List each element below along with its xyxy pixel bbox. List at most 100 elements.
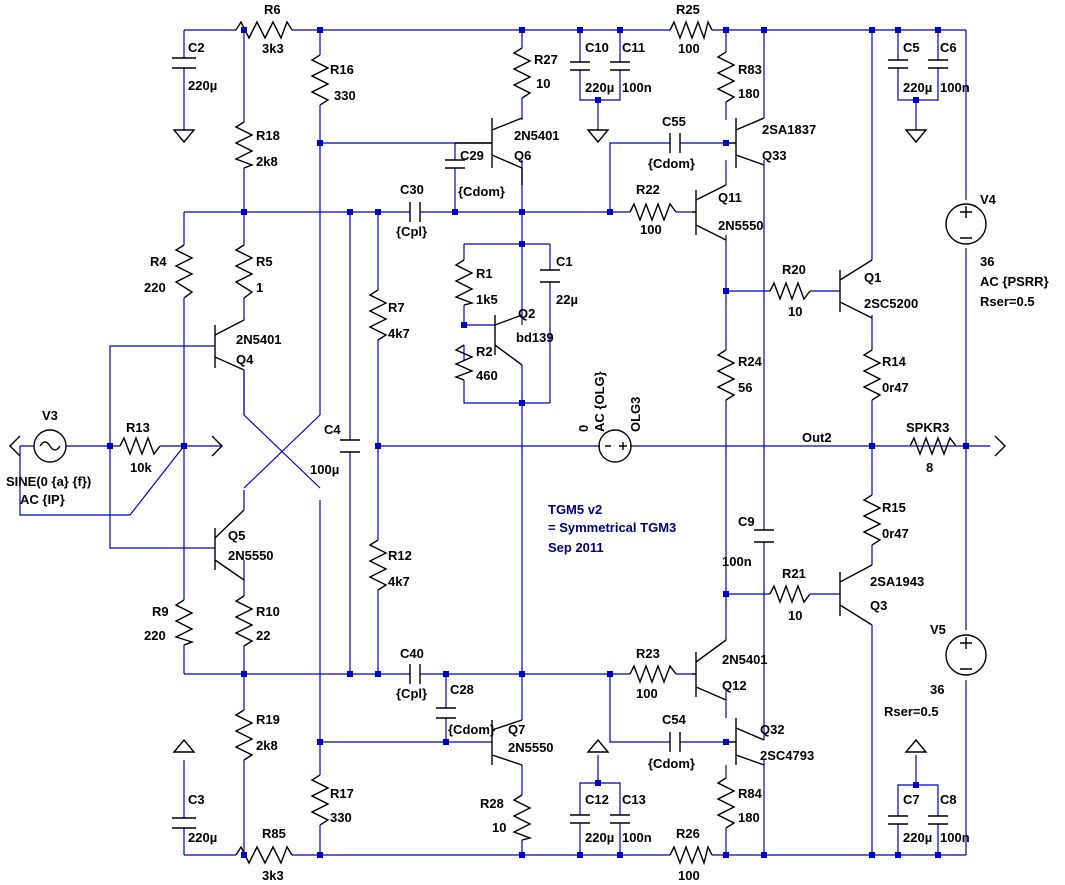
label-R17: R17 bbox=[330, 786, 354, 801]
resistor-R15 bbox=[862, 494, 882, 546]
source-V5 bbox=[945, 634, 987, 676]
label-Q7: Q7 bbox=[508, 722, 525, 737]
capacitor-C9 bbox=[754, 529, 774, 543]
transistor-Q6 bbox=[455, 117, 523, 185]
resistor-R13 bbox=[119, 436, 161, 456]
capacitor-C8 bbox=[928, 815, 948, 825]
value-C40: {Cpl} bbox=[396, 686, 427, 701]
resistor-R26 bbox=[669, 844, 713, 866]
label-C2: C2 bbox=[188, 40, 205, 55]
label-Q3: Q3 bbox=[870, 598, 887, 613]
resistor-R17 bbox=[310, 774, 330, 826]
zero-OLG3: 0 bbox=[576, 425, 591, 432]
resistor-R14 bbox=[862, 349, 882, 401]
capacitor-C10 bbox=[570, 61, 590, 71]
value-C13: 100n bbox=[622, 830, 652, 845]
value-C30: {Cpl} bbox=[396, 224, 427, 239]
label-R28: R28 bbox=[480, 796, 504, 811]
label-R27: R27 bbox=[534, 52, 558, 67]
value-SPKR3: 8 bbox=[926, 460, 933, 475]
label-Q5: Q5 bbox=[228, 528, 245, 543]
value-R9: 220 bbox=[144, 628, 166, 643]
label-R13: R13 bbox=[126, 420, 150, 435]
value-R22: 100 bbox=[640, 222, 662, 237]
resistor-R25 bbox=[669, 19, 713, 41]
component-labels: R6 3k3 C2 220µ R16 330 R27 10 C10 C11 22… bbox=[6, 2, 1049, 883]
port-left bbox=[9, 435, 21, 457]
resistor-R27 bbox=[512, 47, 532, 99]
capacitor-C6 bbox=[928, 59, 948, 69]
capacitor-C2 bbox=[172, 57, 196, 69]
value-C4: 100µ bbox=[310, 462, 339, 477]
value-R24: 56 bbox=[738, 380, 752, 395]
label-SPKR3: SPKR3 bbox=[906, 420, 949, 435]
capacitor-C5 bbox=[888, 59, 908, 69]
value-C3: 220µ bbox=[188, 830, 217, 845]
capacitor-C4 bbox=[340, 439, 360, 453]
label-C3: C3 bbox=[188, 792, 205, 807]
source-V4 bbox=[945, 203, 987, 245]
transistor-Q4 bbox=[214, 319, 245, 371]
capacitor-C3 bbox=[172, 817, 196, 829]
value-R25: 100 bbox=[678, 41, 700, 56]
type-Q33: 2SA1837 bbox=[762, 122, 816, 137]
resistor-R23 bbox=[629, 664, 677, 684]
label-R2: R2 bbox=[476, 344, 493, 359]
ac-OLG3: AC {OLG} bbox=[592, 371, 607, 432]
label-R5: R5 bbox=[256, 254, 273, 269]
value-R7: 4k7 bbox=[388, 326, 410, 341]
value-C28: {Cdom} bbox=[448, 722, 495, 737]
label-C4: C4 bbox=[324, 422, 341, 437]
value-C7: 220µ bbox=[903, 830, 932, 845]
type-Q6: 2N5401 bbox=[514, 128, 560, 143]
transistor-Q32 bbox=[726, 718, 765, 766]
capacitor-C11 bbox=[610, 61, 630, 71]
label-C54: C54 bbox=[662, 712, 687, 727]
resistor-R84 bbox=[716, 777, 736, 829]
label-Q2: Q2 bbox=[518, 306, 535, 321]
value-C2: 220µ bbox=[188, 78, 217, 93]
value-C5: 220µ bbox=[903, 80, 932, 95]
label-R22: R22 bbox=[636, 182, 660, 197]
value-R23: 100 bbox=[636, 686, 658, 701]
label-R83: R83 bbox=[738, 62, 762, 77]
value-R26: 100 bbox=[678, 868, 700, 883]
label-OLG3: OLG3 bbox=[628, 397, 643, 432]
junction-dots bbox=[107, 27, 969, 858]
ground-C2 bbox=[172, 129, 196, 144]
value-C29: {Cdom} bbox=[458, 184, 505, 199]
label-R19: R19 bbox=[256, 712, 280, 727]
transistor-Q7 bbox=[491, 719, 523, 766]
type-Q2: bd139 bbox=[516, 330, 554, 345]
value-R83: 180 bbox=[738, 86, 760, 101]
label-Q4: Q4 bbox=[236, 352, 254, 367]
value-V4: 36 bbox=[980, 254, 994, 269]
source-OLG3 bbox=[598, 429, 632, 463]
value-R18: 2k8 bbox=[256, 154, 278, 169]
resistor-R18 bbox=[234, 121, 254, 169]
type-Q1: 2SC5200 bbox=[864, 296, 918, 311]
transistor-Q5 bbox=[214, 509, 245, 581]
capacitor-C54 bbox=[669, 732, 681, 752]
label-R1: R1 bbox=[476, 266, 493, 281]
note-subtitle: = Symmetrical TGM3 bbox=[548, 520, 676, 535]
capacitor-C30 bbox=[409, 202, 421, 222]
label-R24: R24 bbox=[738, 354, 763, 369]
label-R6: R6 bbox=[264, 2, 281, 17]
type-Q12: 2N5401 bbox=[722, 652, 768, 667]
resistor-R21 bbox=[769, 584, 811, 604]
label-C55: C55 bbox=[662, 114, 686, 129]
type-Q11: 2N5550 bbox=[718, 218, 764, 233]
label-Q33: Q33 bbox=[762, 148, 787, 163]
value-C1: 22µ bbox=[556, 292, 578, 307]
label-C12: C12 bbox=[585, 792, 609, 807]
resistor-R20 bbox=[769, 281, 811, 301]
ground-C3 bbox=[172, 738, 196, 753]
sine-V3: SINE(0 {a} {f}) bbox=[6, 474, 91, 489]
label-R18: R18 bbox=[256, 128, 280, 143]
rser-V4: Rser=0.5 bbox=[980, 294, 1035, 309]
port-mid bbox=[211, 435, 223, 457]
label-C11: C11 bbox=[622, 40, 645, 55]
resistor-R28 bbox=[512, 794, 533, 841]
